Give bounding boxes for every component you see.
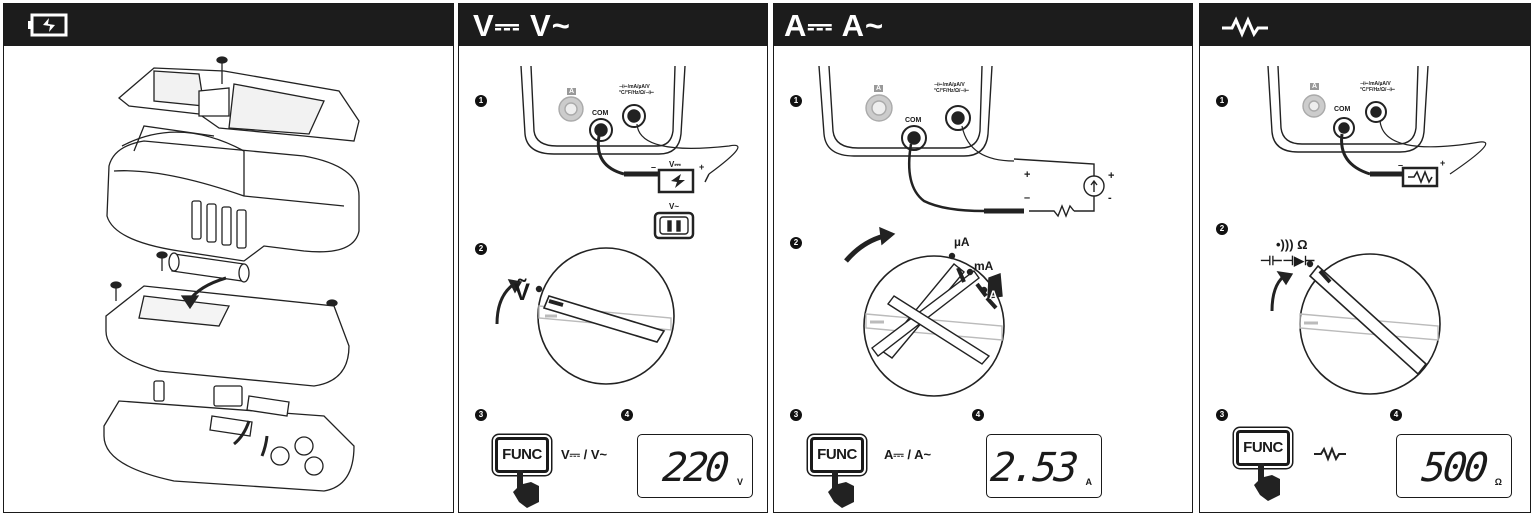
step-3-badge: 3 [790, 409, 802, 421]
panel-header: A⎓ A~ [774, 4, 1192, 46]
meter-jack-illustration [1267, 65, 1487, 395]
ac-volt-label: V~ [669, 202, 680, 211]
resistor-mode-icon [1314, 446, 1346, 462]
pointing-hand-icon [513, 470, 539, 508]
step-2-badge: 2 [1216, 223, 1228, 235]
step-1-badge: 1 [790, 95, 802, 107]
pointing-hand-icon [828, 470, 854, 508]
dial-a-label: A [989, 288, 998, 302]
lcd-display: 220 V [637, 434, 753, 498]
panel-battery [3, 3, 454, 513]
panel-header [4, 4, 453, 46]
step-1-badge: 1 [475, 95, 487, 107]
resistor-icon [1222, 16, 1268, 38]
dial-cap-diode-label: ⊣⊢⊣▶⊢ [1260, 253, 1316, 268]
step-3-badge: 3 [1216, 409, 1228, 421]
jack-main-label: ⊣⊢/mA/µA/V °C/°F/Hz/Ω/⊣⊢ [619, 84, 655, 96]
dial-ma-label: mA [974, 259, 994, 273]
step-4-badge: 4 [621, 409, 633, 421]
func-mode-label: A⎓ / A~ [884, 447, 932, 462]
display-unit: A [1085, 477, 1093, 487]
disassembly-illustration [103, 56, 360, 492]
dial-continuity-label: •))) Ω [1276, 237, 1308, 252]
jack-a-label: A [874, 85, 884, 92]
panel-current: A⎓ A~ [773, 3, 1193, 513]
func-button[interactable]: FUNC [1236, 430, 1290, 466]
display-unit: V [736, 477, 743, 487]
step-4-badge: 4 [1390, 409, 1402, 421]
probe-plus-label: + [1440, 158, 1446, 168]
battery-icon [28, 13, 68, 37]
step-3-badge: 3 [475, 409, 487, 421]
panel-title: V⎓ V~ [473, 8, 571, 43]
jack-com-label: COM [592, 110, 609, 117]
step-2-badge: 2 [790, 237, 802, 249]
source-minus-label: - [1108, 192, 1112, 204]
step-1-badge: 1 [1216, 95, 1228, 107]
probe-plus-label: + [699, 162, 705, 172]
dial-ua-label: µA [954, 235, 970, 249]
display-value: 2.53 [988, 445, 1078, 491]
meter-jack-illustration [495, 65, 739, 385]
lcd-display: 500 Ω [1396, 434, 1512, 498]
jack-com-label: COM [905, 117, 922, 124]
circuit-plus-label: + [1024, 169, 1031, 181]
probe-minus-label: – [651, 162, 657, 172]
jack-com-label: COM [1334, 106, 1351, 113]
panel-header [1200, 4, 1530, 46]
func-mode-label: V⎓ / V~ [561, 447, 608, 462]
jack-main-label: ⊣⊢/mA/µA/V °C/°F/Hz/Ω/⊣⊢ [1360, 81, 1396, 93]
panel-header: V⎓ V~ [459, 4, 767, 46]
step-2-badge: 2 [475, 243, 487, 255]
jack-main-label: ⊣⊢/mA/µA/V °C/°F/Hz/Ω/⊣⊢ [934, 82, 970, 94]
jack-a-label: A [1310, 83, 1320, 90]
display-value: 500 [1419, 445, 1488, 491]
panel-voltage: V⎓ V~ 1 2 3 [458, 3, 768, 513]
panel-title: A⎓ A~ [784, 8, 885, 43]
jack-a-label: A [567, 88, 577, 95]
panel-resistance: 1 2 3 4 A COM ⊣⊢/mA/µA/V °C/°F/Hz/Ω/⊣⊢ –… [1199, 3, 1531, 513]
lcd-display: 2.53 A [986, 434, 1102, 498]
display-value: 220 [660, 445, 729, 491]
source-plus-label: + [1108, 170, 1115, 182]
dial-volt-label: Ṽ [514, 279, 531, 306]
dc-volt-label: V⎓ [669, 160, 681, 169]
display-unit: Ω [1494, 477, 1502, 487]
pointing-hand-icon [1254, 463, 1280, 501]
probe-minus-label: – [1398, 160, 1404, 170]
circuit-minus-label: – [1024, 192, 1031, 204]
step-4-badge: 4 [972, 409, 984, 421]
meter-circuit-illustration [818, 65, 1105, 397]
